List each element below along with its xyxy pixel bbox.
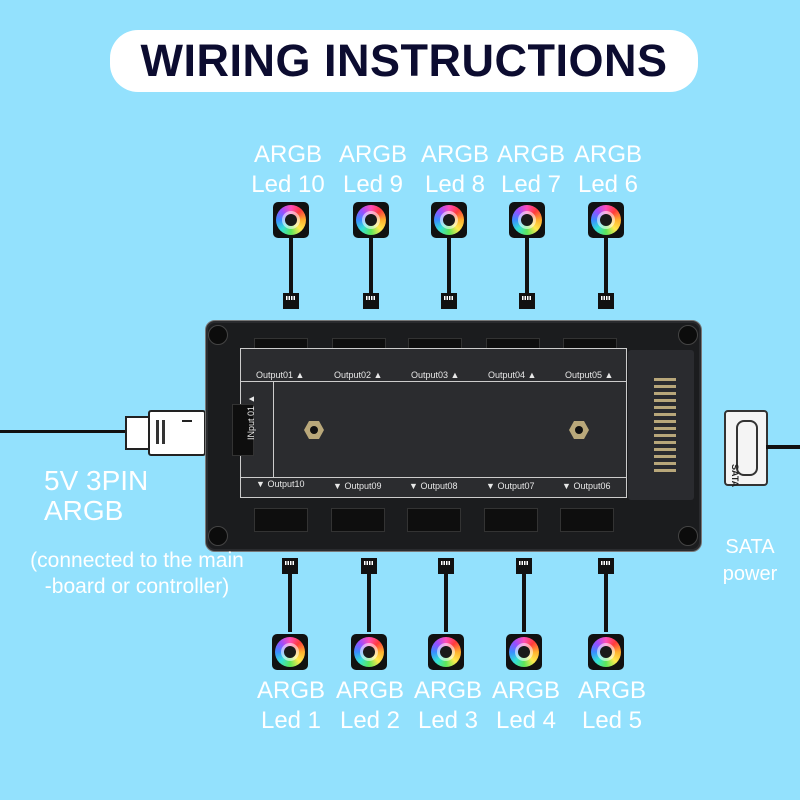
- standoff-icon: [304, 421, 324, 439]
- argb-fan-icon: [272, 634, 308, 670]
- pcb-board: [240, 348, 627, 498]
- argb-fan-icon: [588, 202, 624, 238]
- output-label: ▼ Output09: [333, 481, 382, 491]
- argb-fan-icon: [351, 634, 387, 670]
- argb-plug-icon: [361, 558, 377, 574]
- screw-icon: [208, 526, 228, 546]
- cable: [522, 574, 526, 632]
- output-label: Output04 ▲: [488, 370, 537, 380]
- cable: [288, 574, 292, 632]
- argb-fan-icon: [353, 202, 389, 238]
- output-label: ▼ Output07: [486, 481, 535, 491]
- argb-plug-icon: [598, 558, 614, 574]
- argb-plug-icon: [519, 293, 535, 309]
- argb-plug-icon: [598, 293, 614, 309]
- argb-plug-icon: [282, 558, 298, 574]
- output-label: Output02 ▲: [334, 370, 383, 380]
- input-connector-icon: [148, 410, 206, 456]
- argb-fan-icon: [506, 634, 542, 670]
- screw-icon: [678, 325, 698, 345]
- argb-fan-icon: [428, 634, 464, 670]
- output-label: Output03 ▲: [411, 370, 460, 380]
- argb-plug-icon: [516, 558, 532, 574]
- sata-power-label: SATA power: [722, 536, 778, 585]
- input-header[interactable]: [232, 404, 254, 456]
- input-label: INput 01 ▲: [246, 394, 256, 440]
- cable: [604, 238, 608, 294]
- output-label: ▼ Output06: [562, 481, 611, 491]
- page-title: WIRING INSTRUCTIONS: [140, 35, 668, 86]
- argb-plug-icon: [363, 293, 379, 309]
- output-header[interactable]: [484, 508, 538, 532]
- cable: [444, 574, 448, 632]
- output-label: ▼ Output08: [409, 481, 458, 491]
- sata-port[interactable]: [628, 350, 694, 500]
- cable: [604, 574, 608, 632]
- argb-fan-icon: [509, 202, 545, 238]
- sata-connector-icon: SATA: [724, 410, 768, 488]
- title-banner: WIRING INSTRUCTIONS: [110, 30, 698, 92]
- sata-connector-label: SATA: [730, 464, 740, 488]
- argb-fan-icon: [588, 634, 624, 670]
- cable: [369, 238, 373, 294]
- input-note: (connected to the main -board or control…: [30, 549, 244, 598]
- output-header[interactable]: [331, 508, 385, 532]
- cable: [289, 238, 293, 294]
- screw-icon: [678, 526, 698, 546]
- argb-fan-icon: [273, 202, 309, 238]
- output-header[interactable]: [560, 508, 614, 532]
- argb-plug-icon: [441, 293, 457, 309]
- output-header[interactable]: [407, 508, 461, 532]
- output-label: Output01 ▲: [256, 370, 305, 380]
- cable: [367, 574, 371, 632]
- cable: [525, 238, 529, 294]
- input-cable: [0, 430, 130, 433]
- output-header[interactable]: [254, 508, 308, 532]
- input-type-label: 5V 3PIN ARGB: [44, 465, 149, 526]
- sata-cable: [766, 445, 800, 449]
- argb-plug-icon: [283, 293, 299, 309]
- output-label: Output05 ▲: [565, 370, 614, 380]
- standoff-icon: [569, 421, 589, 439]
- output-label: ▼ Output10: [256, 479, 305, 489]
- cable: [447, 238, 451, 294]
- argb-fan-icon: [431, 202, 467, 238]
- argb-plug-icon: [438, 558, 454, 574]
- screw-icon: [208, 325, 228, 345]
